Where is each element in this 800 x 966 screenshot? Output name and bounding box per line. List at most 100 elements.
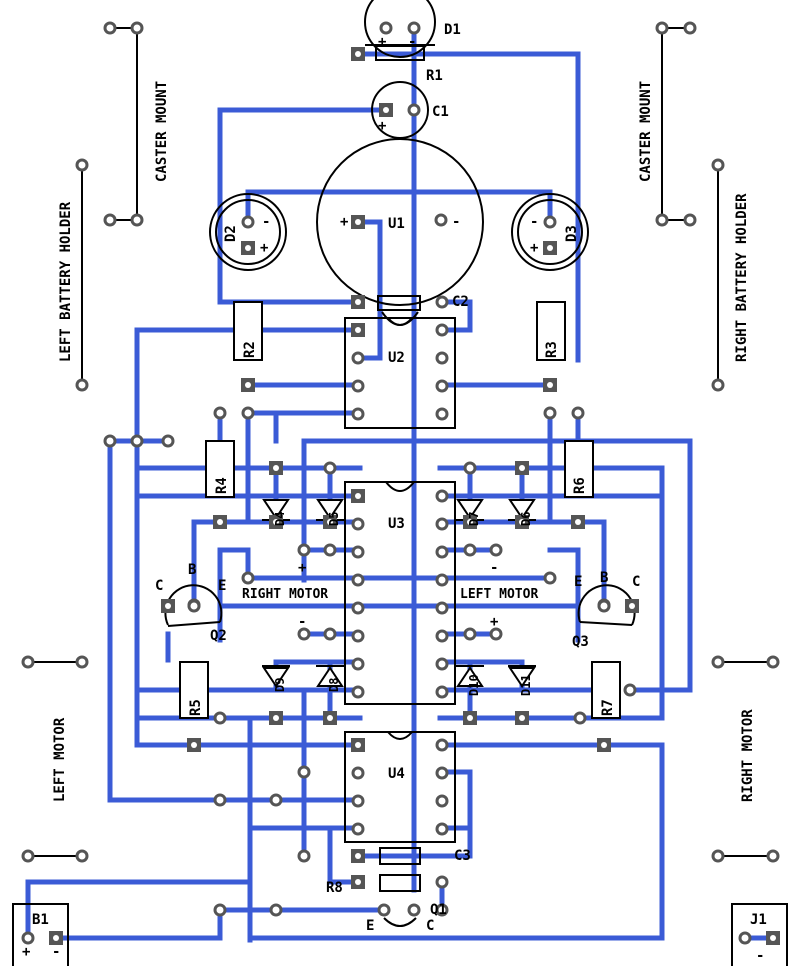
ic-pin-pad	[435, 685, 449, 699]
label-d8: D8	[327, 678, 341, 692]
round-pad	[766, 655, 780, 669]
u1-outline	[316, 138, 484, 306]
label-q1: Q1	[430, 902, 447, 918]
ic-pin-pad	[435, 601, 449, 615]
c2-outline	[377, 295, 421, 311]
ic-pin-pad	[435, 822, 449, 836]
square-pad-hole	[53, 935, 59, 941]
diode-d10	[456, 665, 484, 687]
square-pad-hole	[629, 603, 635, 609]
round-pad	[75, 378, 89, 392]
round-pad	[213, 406, 227, 420]
ic-pin-pad	[351, 517, 365, 531]
d2-outline	[209, 193, 287, 271]
j1-outline	[731, 903, 788, 966]
round-pad	[130, 213, 144, 227]
round-pad	[297, 849, 311, 863]
round-pad	[738, 931, 752, 945]
diode-d11	[508, 665, 536, 688]
round-pad	[711, 378, 725, 392]
round-pad	[75, 158, 89, 172]
label-q3-e: E	[574, 574, 582, 590]
label-q2-b: B	[188, 562, 196, 578]
ic-pin-1-pad-hole	[355, 742, 361, 748]
r6-outline	[564, 440, 594, 498]
round-pad	[407, 21, 421, 35]
round-pad	[130, 21, 144, 35]
d3-outline	[511, 193, 589, 271]
label-caster-left: CASTER MOUNT	[154, 81, 170, 182]
round-pad	[297, 765, 311, 779]
r2-outline	[233, 301, 263, 361]
square-pad-hole	[273, 715, 279, 721]
label-r4: R4	[214, 477, 230, 494]
round-pad	[463, 461, 477, 475]
round-pad	[213, 793, 227, 807]
round-pad	[103, 21, 117, 35]
square-pad-hole	[165, 603, 171, 609]
round-pad	[543, 215, 557, 229]
label-d5: D5	[327, 512, 341, 526]
round-pad	[377, 903, 391, 917]
round-pad	[323, 627, 337, 641]
r1-outline	[375, 45, 425, 61]
labels: D1 R1 C1 U1 C2 U2 U3 U4 C3 R8 Q1 E C Q2 …	[22, 22, 767, 964]
square-pad-hole	[245, 245, 251, 251]
label-d1-plus: +	[378, 34, 386, 50]
square-pad-hole	[383, 107, 389, 113]
label-r5: R5	[188, 699, 204, 716]
square-pad-hole	[519, 715, 525, 721]
label-q2: Q2	[210, 628, 227, 644]
label-d2-plus: +	[260, 240, 268, 256]
ic-pin-pad	[351, 573, 365, 587]
square-pad-hole	[547, 382, 553, 388]
round-pad	[103, 434, 117, 448]
ic-pin-pad	[435, 657, 449, 671]
round-pad	[711, 158, 725, 172]
round-pad	[655, 213, 669, 227]
round-pad	[213, 903, 227, 917]
label-d7: D7	[467, 512, 481, 526]
ic-pin-pad	[351, 601, 365, 615]
d1-outline	[364, 0, 436, 58]
round-pad	[130, 434, 144, 448]
label-d3-plus: +	[530, 240, 538, 256]
label-r6: R6	[572, 477, 588, 494]
square-pad-hole	[191, 742, 197, 748]
round-pad	[407, 103, 421, 117]
label-q1-e: E	[366, 918, 374, 934]
square-pad-hole	[355, 299, 361, 305]
round-pad	[711, 849, 725, 863]
ic-pin-pad	[435, 766, 449, 780]
square-pad-hole	[273, 519, 279, 525]
round-pad	[297, 627, 311, 641]
label-r8: R8	[326, 880, 343, 896]
ic-pin-pad	[435, 323, 449, 337]
label-d3-minus: -	[530, 214, 538, 230]
label-d9: D9	[273, 678, 287, 692]
round-pad	[241, 215, 255, 229]
label-r1: R1	[426, 68, 443, 84]
label-j1-minus: -	[756, 948, 764, 964]
square-pad-hole	[273, 465, 279, 471]
label-right-motor: RIGHT MOTOR	[242, 587, 328, 602]
u4-outline	[344, 731, 456, 843]
ic-pin-pad	[351, 685, 365, 699]
round-pad	[435, 903, 449, 917]
square-pad-hole	[519, 519, 525, 525]
label-right-motor-side: RIGHT MOTOR	[740, 709, 756, 802]
label-d1-minus: -	[408, 34, 416, 50]
ic-pin-pad	[351, 407, 365, 421]
round-pad	[379, 21, 393, 35]
r5-outline	[179, 661, 209, 719]
ic-pin-pad	[351, 766, 365, 780]
r8-outline	[379, 874, 421, 892]
label-q3: Q3	[572, 634, 589, 650]
ic-pin-pad	[435, 629, 449, 643]
label-u1-plus: +	[340, 214, 348, 230]
round-pad	[463, 543, 477, 557]
ic-pin-pad	[435, 379, 449, 393]
ic-pin-pad	[435, 351, 449, 365]
label-c3: C3	[454, 848, 471, 864]
